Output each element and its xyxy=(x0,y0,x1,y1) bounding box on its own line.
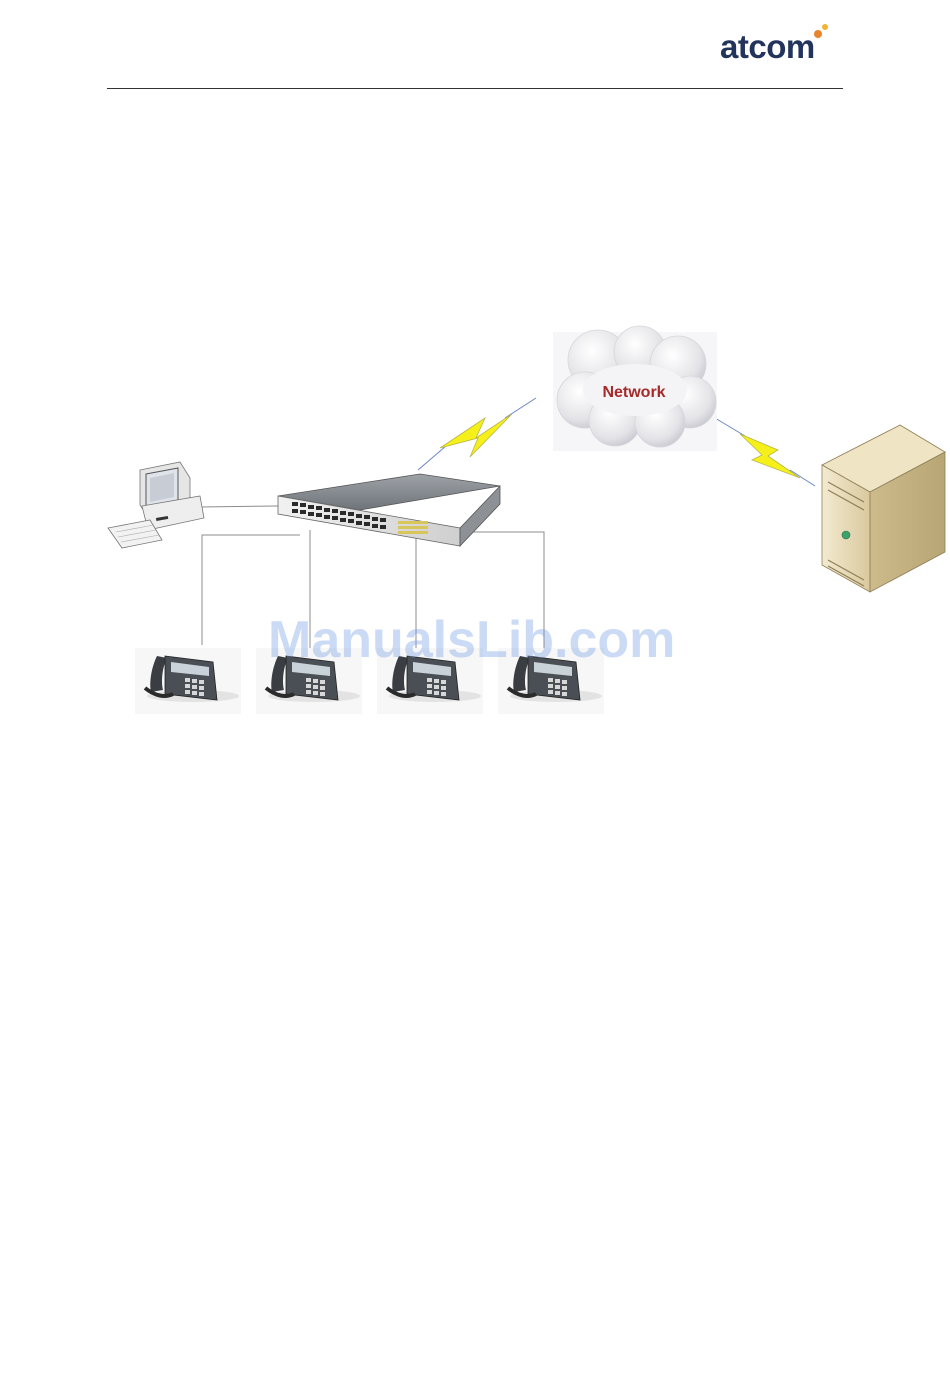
server xyxy=(822,425,945,592)
ethernet-switch xyxy=(278,474,500,546)
server-power-led xyxy=(842,531,850,539)
lightning-cloud-server xyxy=(715,418,815,486)
ip-phone-2 xyxy=(256,648,362,714)
logo-dot-yellow xyxy=(822,24,828,30)
ip-phone-3 xyxy=(377,648,483,714)
header-rule xyxy=(107,88,843,89)
logo-text: atcom xyxy=(720,27,815,67)
cloud-label: Network xyxy=(602,384,665,401)
ip-phone-1 xyxy=(135,648,241,714)
link-phone-1 xyxy=(202,535,300,645)
link-phone-4 xyxy=(470,532,544,648)
pc-switch-link xyxy=(200,506,278,507)
network-cloud: Network xyxy=(553,326,717,451)
logo-dot-orange xyxy=(814,30,822,38)
pc-computer xyxy=(108,462,204,548)
atcom-logo: atcom xyxy=(708,22,836,70)
ip-phone-4 xyxy=(498,648,604,714)
lightning-switch-cloud xyxy=(418,398,536,470)
network-diagram: Network xyxy=(0,320,950,730)
switch-leds xyxy=(398,521,428,534)
